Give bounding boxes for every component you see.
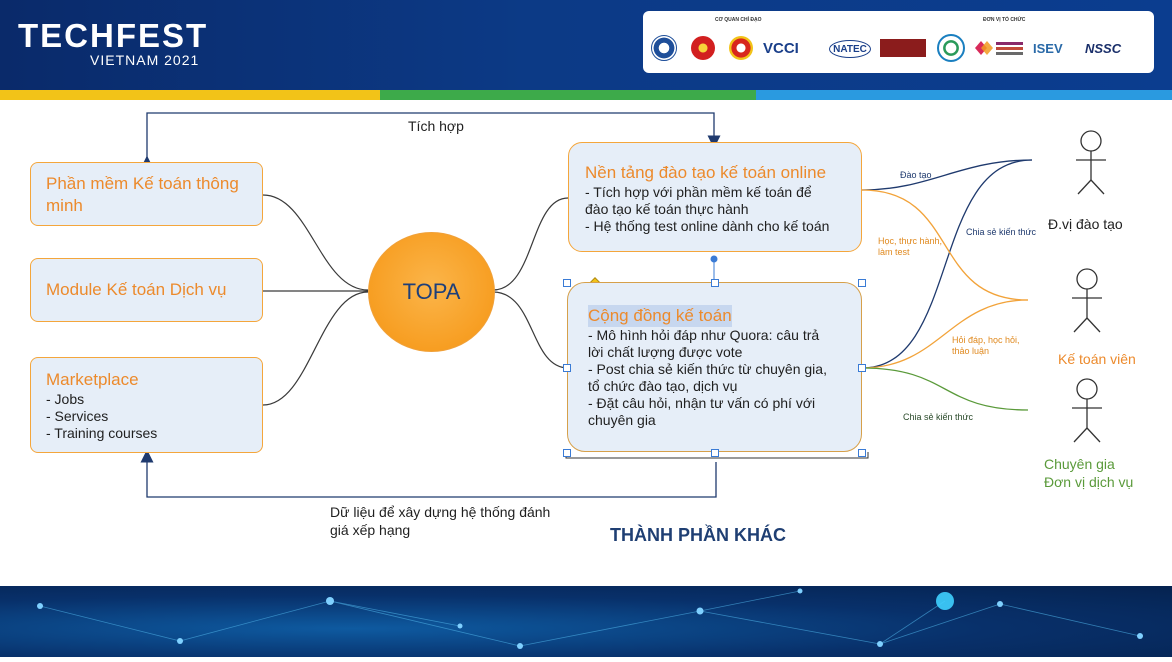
network-graphic — [37, 588, 1143, 649]
seal-logo-2 — [729, 36, 753, 60]
cong-dong-line: chuyên gia — [588, 412, 656, 428]
edge-topa-congdong — [492, 291, 569, 369]
node-marketplace[interactable]: Marketplace - Jobs - Services - Training… — [30, 357, 263, 453]
resize-handle-sw[interactable] — [563, 449, 571, 457]
edge-nentang-ketoanvien — [861, 189, 1029, 301]
edge-label-hoc-thuc-hanh: Học, thực hành, làm test — [878, 236, 942, 258]
node-nen-tang-dao-tao[interactable]: Nền tảng đào tạo kế toán online - Tích h… — [568, 142, 862, 252]
national-emblem-logo — [691, 36, 715, 60]
chuyen-gia-line: Đơn vị dịch vụ — [1044, 474, 1134, 490]
edge-du-lieu — [140, 449, 717, 498]
marketplace-item: - Services — [46, 408, 109, 424]
footer-network-banner — [0, 586, 1172, 657]
edge-nentang-dvdaotao — [861, 159, 1033, 191]
person-icon-chuyen-gia — [1072, 378, 1102, 443]
nssc-logo: NSSC — [1085, 40, 1122, 56]
nen-tang-line: đào tạo kế toán thực hành — [585, 201, 749, 217]
marketplace-item: - Jobs — [46, 391, 85, 407]
partners-logo-panel: CƠ QUAN CHỈ ĐẠO ĐƠN VỊ TỔ CHỨC VCCI NATE… — [643, 11, 1154, 73]
node-topa[interactable]: TOPA — [368, 232, 495, 352]
stripe-blue — [756, 90, 1172, 100]
globe-logo — [937, 34, 965, 62]
hoc-thuc-hanh-line: Học, thực hành, — [878, 236, 943, 246]
edge-label-hoi-dap: Hỏi đáp, học hỏi, thảo luận — [952, 335, 1020, 357]
cong-dong-line: tổ chức đào tạo, dịch vụ — [588, 378, 738, 394]
node-phan-mem-ke-toan[interactable]: Phần mềm Kế toán thông minh — [30, 162, 263, 226]
cong-dong-line: - Mô hình hỏi đáp như Quora: câu trả — [588, 327, 820, 343]
node-cong-dong-ke-toan[interactable]: Cộng đồng kế toán - Mô hình hỏi đáp như … — [567, 282, 862, 452]
cong-dong-line: - Đặt câu hỏi, nhận tư vấn có phí với — [588, 395, 816, 411]
rotate-handle — [710, 255, 718, 263]
edge-tich-hop — [140, 112, 721, 169]
node-marketplace-title: Marketplace — [46, 370, 139, 389]
hoi-dap-line: Hỏi đáp, học hỏi, — [952, 335, 1020, 345]
edge-congdong-chuyengia — [861, 367, 1029, 411]
person-icon-dv-dao-tao — [1076, 130, 1106, 195]
partners-left-caption: CƠ QUAN CHỈ ĐẠO — [715, 17, 762, 23]
techfest-logo: TECHFEST — [18, 17, 209, 54]
edge-topa-marketplace — [262, 291, 369, 406]
hoc-thuc-hanh-line: làm test — [878, 247, 910, 257]
stripe-green — [380, 90, 756, 100]
node-cong-dong-title: Cộng đồng kế toán — [588, 305, 732, 327]
resize-handle-e[interactable] — [858, 364, 866, 372]
edge-label-tich-hop: Tích hợp — [408, 118, 464, 134]
partners-right-caption: ĐƠN VỊ TỔ CHỨC — [983, 17, 1026, 23]
seal-logo-1 — [651, 35, 677, 61]
du-lieu-line: giá xếp hạng — [330, 522, 411, 538]
actor-label-dv-dao-tao: Đ.vị đào tạo — [1048, 216, 1123, 232]
edge-congdong-dvdaotao — [861, 159, 1033, 369]
cong-dong-line: - Post chia sẻ kiến thức từ chuyên gia, — [588, 361, 827, 377]
resize-handle-nw[interactable] — [563, 279, 571, 287]
red-banner-logo — [880, 39, 926, 57]
resize-handle-w[interactable] — [563, 364, 571, 372]
resize-handle-se[interactable] — [858, 449, 866, 457]
nen-tang-line: - Hệ thống test online dành cho kế toán — [585, 218, 830, 234]
nen-tang-line: - Tích hợp với phần mềm kế toán để — [585, 184, 812, 200]
resize-handle-ne[interactable] — [858, 279, 866, 287]
edge-congdong-ketoanvien — [861, 299, 1029, 369]
startup-foundation-logo — [973, 37, 1025, 59]
node-module-ke-toan[interactable]: Module Kế toán Dịch vụ — [30, 258, 263, 322]
actor-label-ke-toan-vien: Kế toán viên — [1058, 351, 1136, 367]
resize-handle-n[interactable] — [711, 279, 719, 287]
stripe-yellow — [0, 90, 380, 100]
edge-topa-phanmem — [262, 194, 369, 291]
natec-logo: NATEC — [829, 40, 871, 58]
node-module-title: Module Kế toán Dịch vụ — [46, 280, 227, 299]
marketplace-item: - Training courses — [46, 425, 158, 441]
node-phan-mem-title: Phần mềm Kế toán thông minh — [46, 174, 239, 215]
person-icon-ke-toan-vien — [1072, 268, 1102, 333]
actor-label-chuyen-gia: Chuyên gia Đơn vị dịch vụ — [1044, 455, 1133, 491]
edge-label-du-lieu: Dữ liệu để xây dựng hệ thống đánh giá xế… — [330, 503, 550, 539]
header-banner: TECHFEST VIETNAM 2021 CƠ QUAN CHỈ ĐẠO ĐƠ… — [0, 0, 1172, 90]
techfest-logo-subtitle: VIETNAM 2021 — [90, 52, 200, 68]
isev-logo: ISEV — [1033, 40, 1063, 56]
chuyen-gia-line: Chuyên gia — [1044, 456, 1115, 472]
edge-label-chia-se-2: Chia sẻ kiến thức — [903, 412, 974, 422]
edge-label-chia-se-1: Chia sẻ kiến thức — [966, 227, 1037, 237]
resize-handle-s[interactable] — [711, 449, 719, 457]
node-nen-tang-title: Nền tảng đào tạo kế toán online — [585, 163, 827, 182]
vcci-logo: VCCI — [763, 39, 799, 57]
edge-label-dao-tao: Đào tạo — [900, 170, 932, 180]
cong-dong-line: lời chất lượng được vote — [588, 344, 743, 360]
edge-topa-nentang — [492, 197, 569, 291]
du-lieu-line: Dữ liệu để xây dựng hệ thống đánh — [330, 504, 551, 520]
other-components-heading: THÀNH PHẦN KHÁC — [610, 525, 786, 545]
hoi-dap-line: thảo luận — [952, 346, 990, 356]
